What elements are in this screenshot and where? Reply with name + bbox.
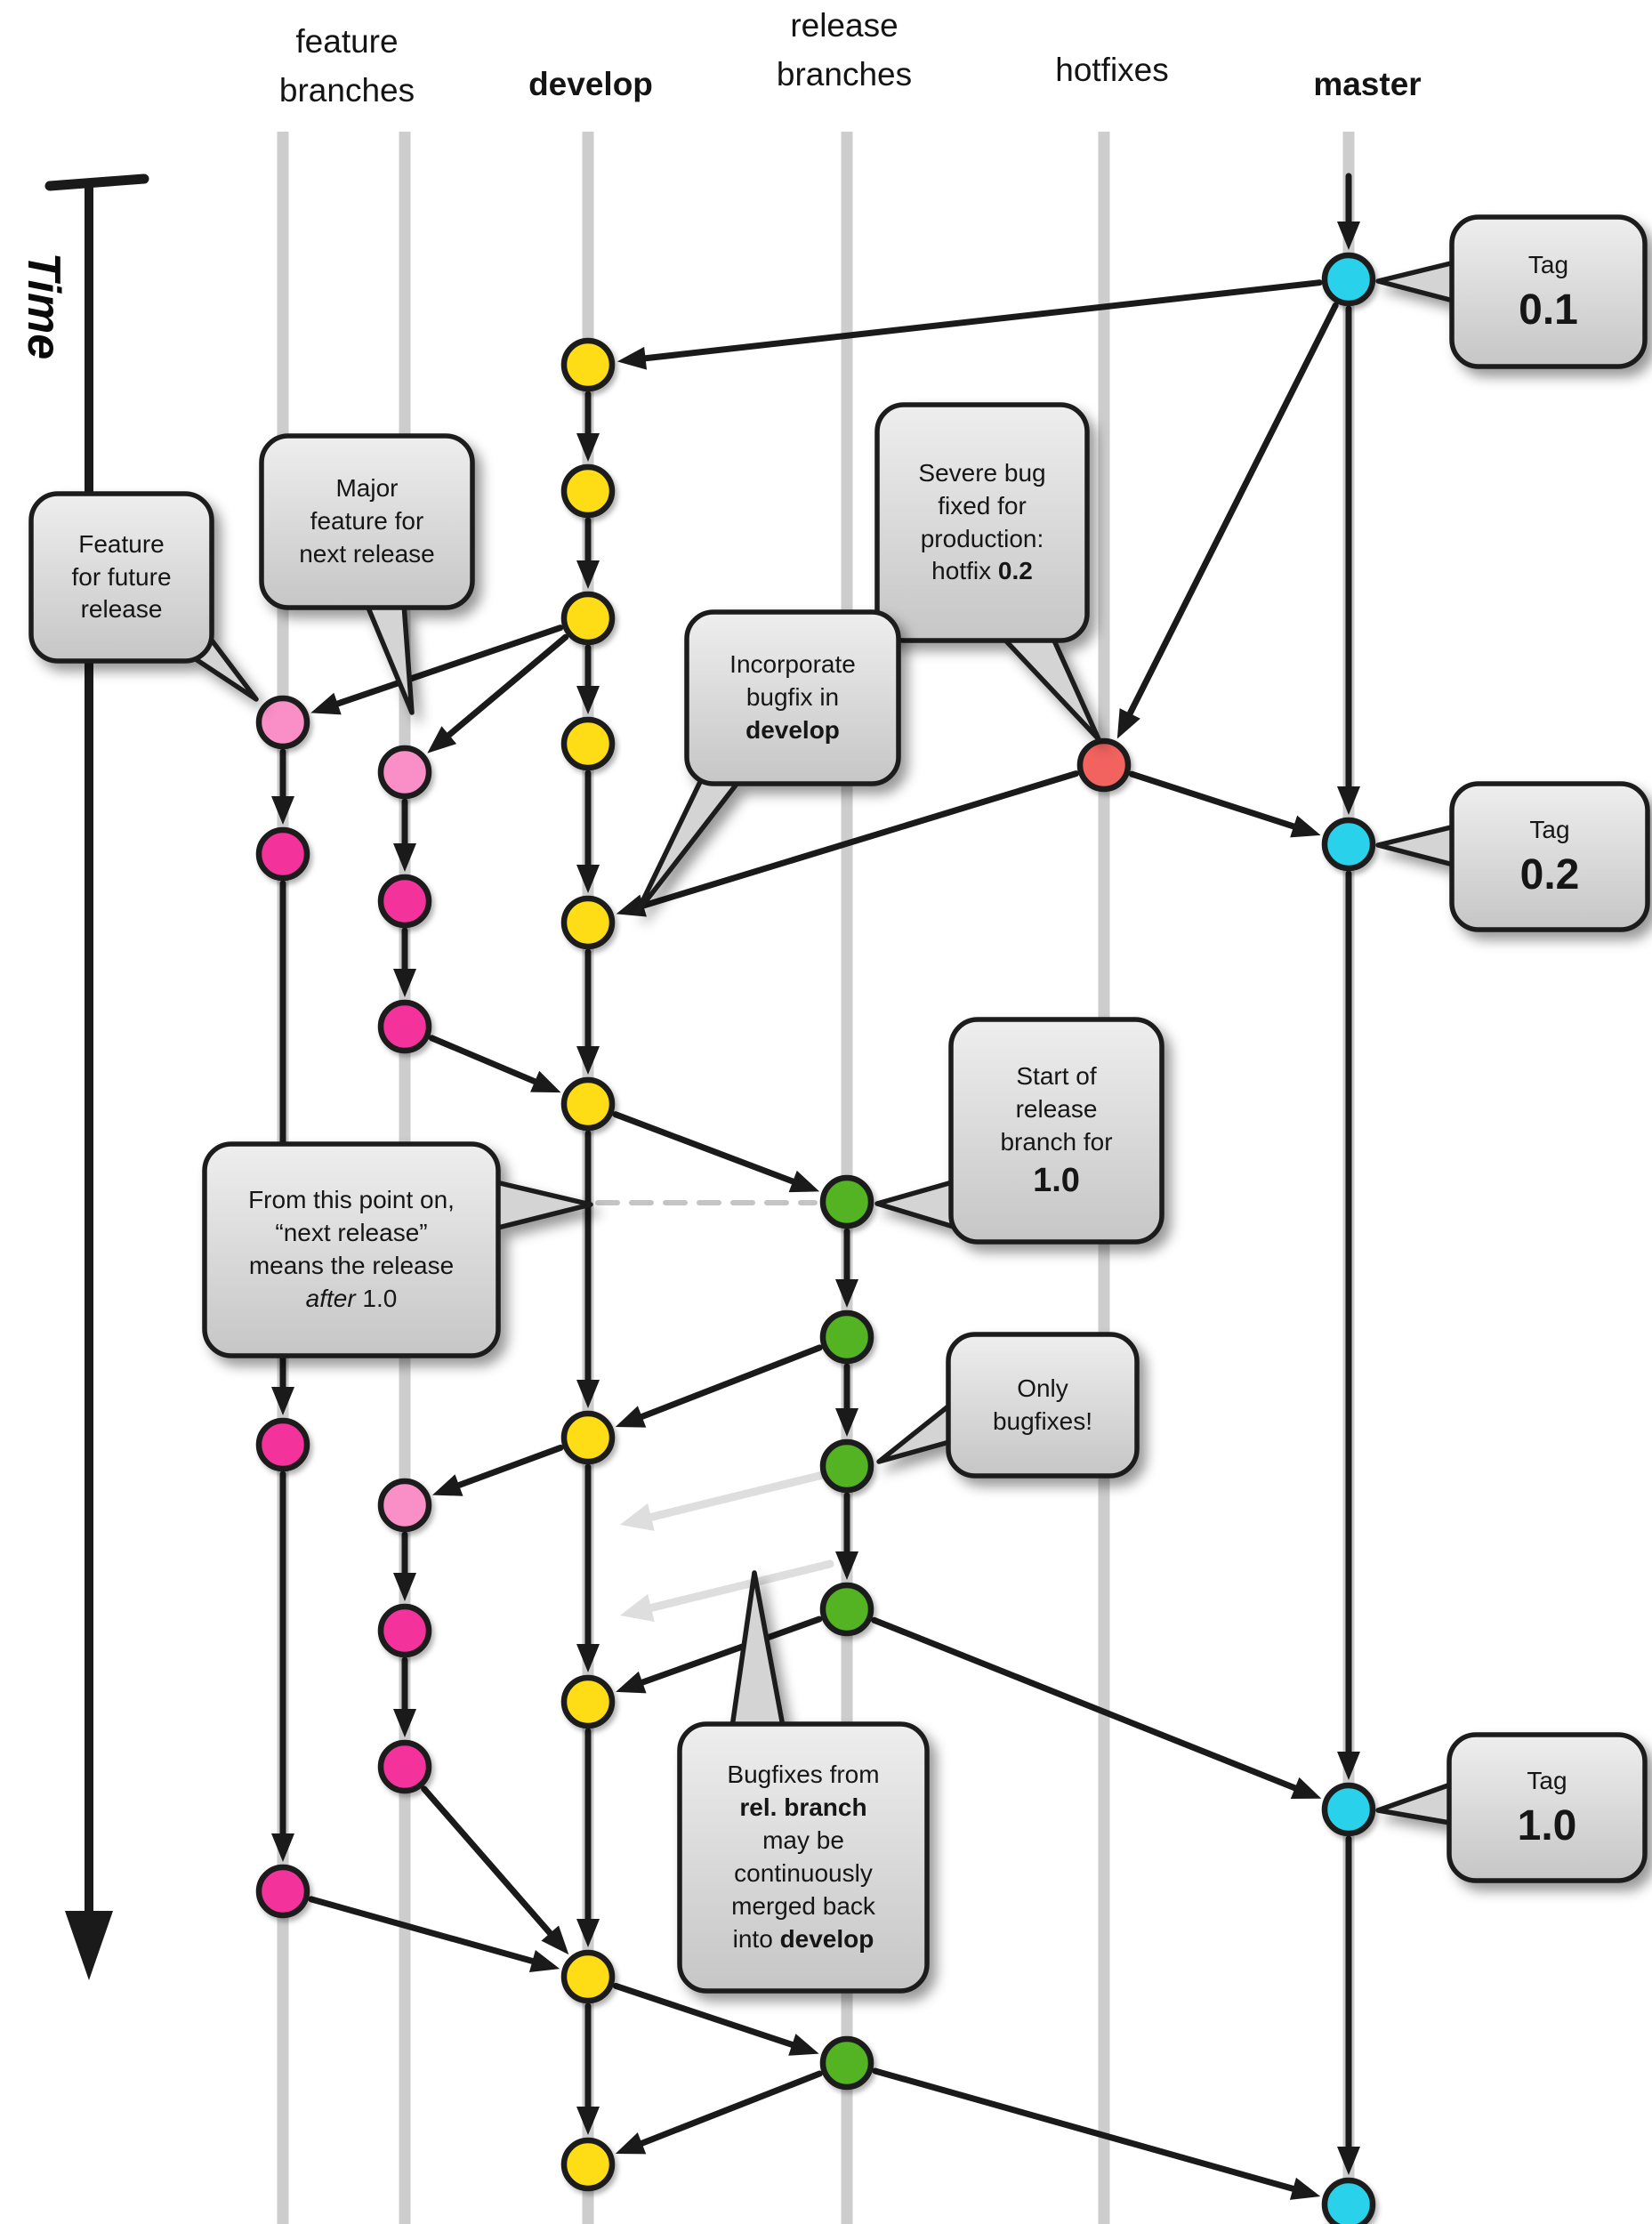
arrow-d1-d2 <box>576 391 600 462</box>
callout-bubble-only-bugfixes <box>946 1332 1140 1479</box>
commit-node-d1 <box>560 337 616 392</box>
commit-node-m2 <box>1321 817 1376 872</box>
arrow-fa4-d9 <box>308 1896 560 1972</box>
commit-node-fb3 <box>377 999 432 1054</box>
callout-severe-bug <box>874 402 1101 742</box>
commit-node-r1 <box>819 1174 874 1229</box>
arrow-m2-m3 <box>1337 870 1360 1780</box>
commit-node-d5 <box>560 895 616 950</box>
arrow-r4-m3 <box>871 1616 1322 1799</box>
arrow-h1-m2 <box>1128 770 1321 838</box>
commit-node-m4 <box>1321 2177 1376 2224</box>
callout-tag-1-0 <box>1375 1732 1648 1883</box>
callout-bubble-tag-0-1 <box>1449 214 1648 369</box>
arrow-pt-pt <box>620 1469 834 1531</box>
commit-node-d9 <box>560 1949 616 2004</box>
callout-tag-0-1 <box>1375 214 1648 369</box>
callouts <box>28 214 1650 1994</box>
arrow-fa3-fa4 <box>271 1471 294 1862</box>
arrow-fb2-fb3 <box>393 927 416 997</box>
callout-bubble-feature-future <box>28 491 214 664</box>
callout-only-bugfixes <box>876 1332 1140 1479</box>
arrow-r4-d8 <box>616 1616 823 1694</box>
arrow-d9-d10 <box>576 2002 600 2135</box>
commit-node-r3 <box>819 1438 874 1494</box>
time-arrowhead <box>65 1911 113 1980</box>
arrow-d8-d9 <box>576 1728 600 1947</box>
arrow-m1-d1 <box>616 279 1323 370</box>
arrow-d7-d8 <box>576 1463 600 1672</box>
arrow-r3-r4 <box>835 1492 858 1580</box>
arrow-r5-m4 <box>872 2067 1321 2200</box>
callout-from-this-point <box>202 1141 593 1358</box>
arrow-fa1-fa2 <box>271 748 294 825</box>
arrow-d3-fa1 <box>310 624 564 715</box>
callout-major-feature <box>259 433 475 715</box>
commit-node-d2 <box>560 463 616 519</box>
commit-node-d10 <box>560 2137 616 2192</box>
commit-node-fa1 <box>255 695 310 750</box>
arrow-d2-d3 <box>576 517 600 589</box>
commit-node-r2 <box>819 1309 874 1365</box>
time-axis <box>44 173 149 1980</box>
arrow-d6-r1 <box>612 1111 820 1193</box>
commit-node-fa4 <box>255 1864 310 1919</box>
callout-bubble-bugfixes-merge-back <box>677 1721 930 1994</box>
callout-bubble-from-this-point <box>202 1141 501 1358</box>
commit-node-fb4 <box>377 1478 432 1533</box>
commit-node-d7 <box>560 1410 616 1465</box>
callout-feature-future <box>28 491 259 702</box>
arrow-fb6-d9 <box>421 1785 569 1955</box>
commit-node-r5 <box>819 2035 874 2091</box>
callout-bubble-severe-bug <box>874 402 1090 643</box>
arrow-m1-h1 <box>1116 302 1339 739</box>
arrow-fb1-fb2 <box>393 798 416 872</box>
arrow-m1-m2 <box>1337 305 1360 815</box>
arrow-fb3-d6 <box>428 1035 561 1093</box>
arrow-d3-fb1 <box>427 633 569 753</box>
callout-tail-bugfixes-merge-back <box>727 1570 789 1748</box>
commit-node-m3 <box>1321 1782 1376 1837</box>
commit-nodes <box>255 252 1376 2224</box>
callout-tag-0-2 <box>1375 781 1650 932</box>
arrow-d4-d5 <box>576 770 600 893</box>
commit-node-m1 <box>1321 252 1376 307</box>
arrow-fb4-fb5 <box>393 1531 416 1601</box>
callout-bubble-major-feature <box>259 433 475 610</box>
callout-bubble-tag-1-0 <box>1447 1732 1648 1883</box>
arrow-m3-m4 <box>1337 1835 1360 2175</box>
arrow-d3-d4 <box>576 644 600 714</box>
callout-start-release <box>874 1017 1164 1245</box>
callout-incorporate-bugfix <box>634 609 901 915</box>
time-arrow-top-tick <box>44 173 149 191</box>
commit-node-fa3 <box>255 1417 310 1472</box>
arrow-pt-m1 <box>1337 173 1360 250</box>
arrow-pt-pt <box>620 1559 834 1622</box>
commit-node-d3 <box>560 591 616 646</box>
callout-bugfixes-merge-back <box>677 1570 930 1994</box>
callout-bubble-incorporate-bugfix <box>684 609 901 786</box>
callout-bubble-tag-0-2 <box>1449 781 1650 932</box>
arrow-d7-fb4 <box>431 1444 564 1496</box>
callout-bubble-start-release <box>948 1017 1164 1245</box>
commit-node-fb6 <box>377 1739 432 1794</box>
arrow-fb5-fb6 <box>393 1656 416 1737</box>
commit-node-d8 <box>560 1674 616 1729</box>
arrow-d5-d6 <box>576 948 600 1075</box>
arrow-d9-r5 <box>612 1982 819 2056</box>
commit-node-fa2 <box>255 826 310 882</box>
arrow-d6-d7 <box>576 1130 600 1408</box>
commit-node-fb5 <box>377 1603 432 1658</box>
commit-node-d4 <box>560 716 616 771</box>
commit-node-fb2 <box>377 874 432 929</box>
arrow-r2-r3 <box>835 1363 858 1437</box>
commit-node-r4 <box>819 1582 874 1637</box>
arrow-r5-d10 <box>615 2070 823 2155</box>
commit-node-h1 <box>1076 737 1132 793</box>
commit-node-d6 <box>560 1076 616 1132</box>
commit-node-fb1 <box>377 745 432 800</box>
arrow-r1-r2 <box>835 1228 858 1308</box>
arrow-r2-d7 <box>615 1344 823 1428</box>
